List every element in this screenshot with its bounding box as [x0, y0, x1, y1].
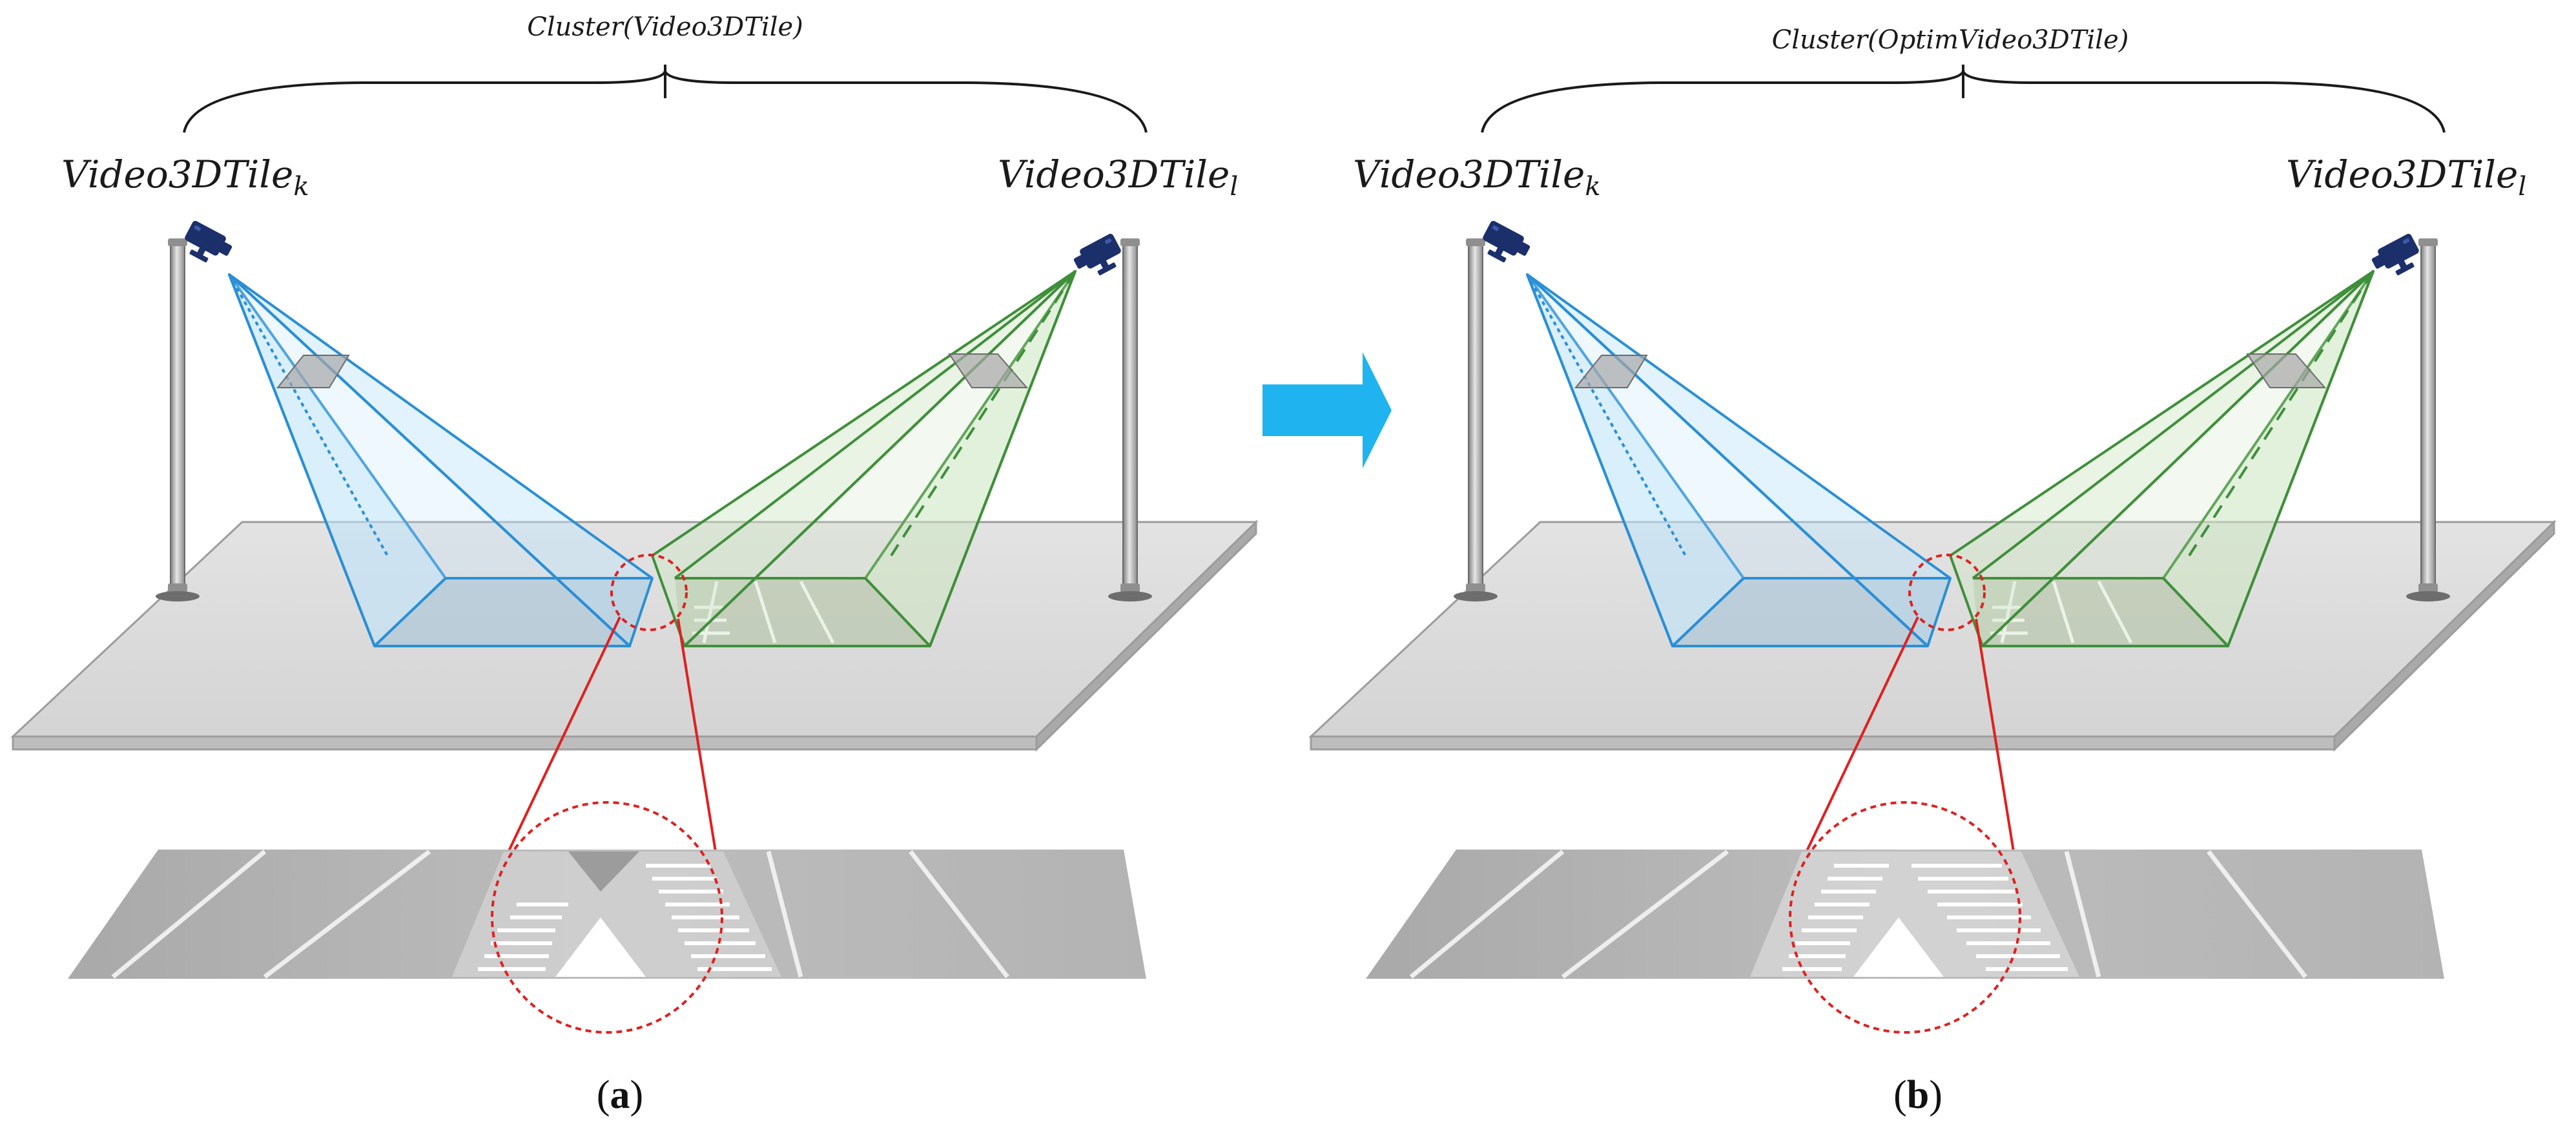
panel-b: Cluster(OptimVideo3DTile) Video3DTilek V…	[1311, 25, 2554, 1117]
cluster-label-b: Cluster(OptimVideo3DTile)	[1772, 25, 2129, 55]
scene-a	[13, 65, 1256, 979]
caption-b: (b)	[1893, 1073, 1942, 1117]
cam-left-label-b: Video3DTilek	[1353, 152, 1601, 202]
caption-a: (a)	[597, 1073, 643, 1117]
transition-arrow	[1262, 352, 1392, 468]
cam-left-label-a: Video3DTilek	[61, 152, 309, 202]
scene-b	[1311, 65, 2554, 979]
cam-right-label-b: Video3DTilel	[2286, 152, 2526, 202]
panel-a: Cluster(Video3DTile) Video3DTilek Video3…	[13, 12, 1256, 1117]
cam-right-label-a: Video3DTilel	[998, 152, 1238, 202]
cluster-label-a: Cluster(Video3DTile)	[527, 12, 803, 42]
